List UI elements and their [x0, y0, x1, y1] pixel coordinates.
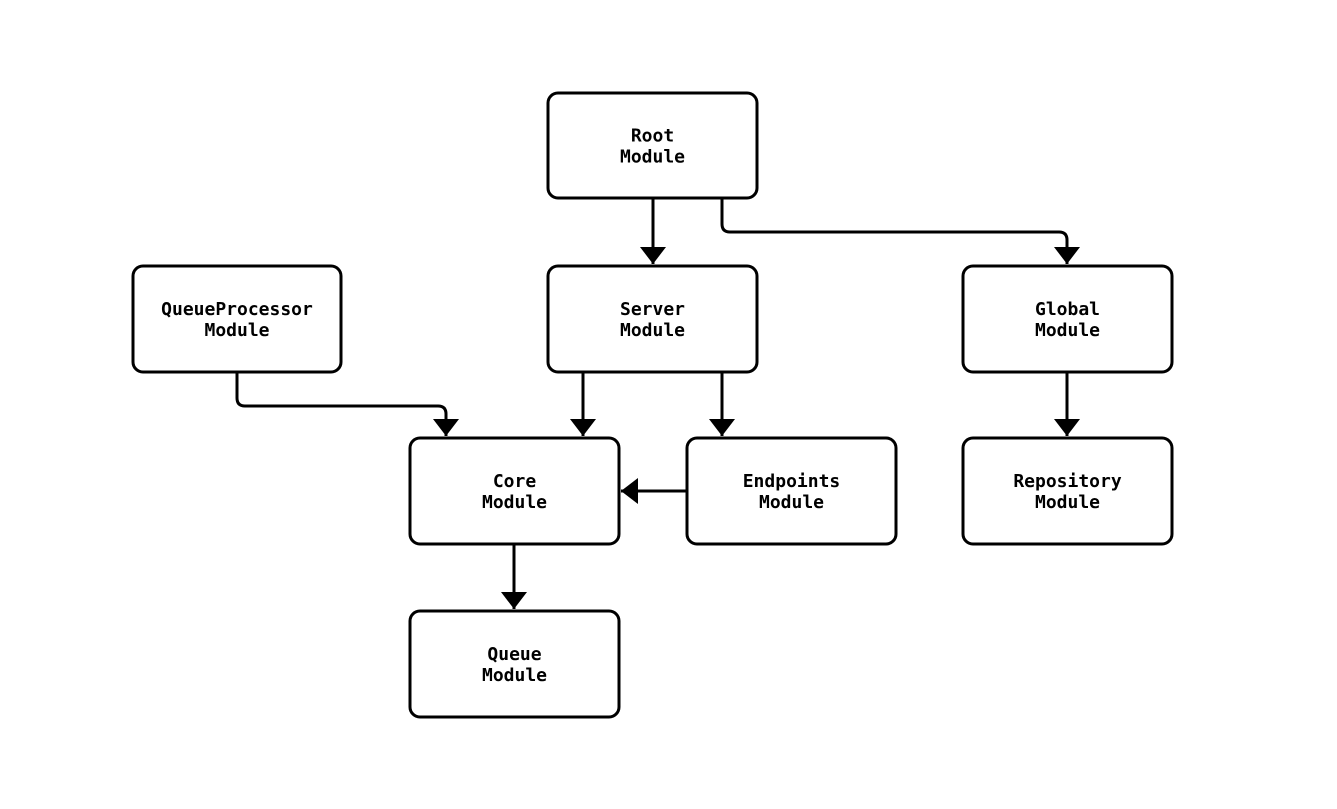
node-queue-label-line-2: Module [482, 665, 547, 686]
node-root-box [546, 91, 759, 200]
node-queue-box [408, 609, 621, 719]
node-root-label-line-2: Module [620, 147, 685, 168]
edges-layer [235, 198, 1080, 609]
node-global-label-line-1: Global [1035, 299, 1100, 320]
node-server-label-line-2: Module [620, 320, 685, 341]
node-endpoints-box [685, 436, 898, 546]
node-core-label-line-2: Module [482, 492, 547, 513]
node-endpoints-label-line-1: Endpoints [743, 471, 841, 492]
node-queueprocessor-label-line-2: Module [204, 320, 269, 341]
edge-queueprocessor-to-core [235, 372, 459, 436]
node-server-label-line-1: Server [620, 299, 685, 320]
node-root-label-line-1: Root [631, 126, 674, 147]
node-repository-label-line-1: Repository [1013, 471, 1122, 492]
node-global-box [961, 264, 1174, 374]
node-queueprocessor-label-line-1: QueueProcessor [161, 299, 313, 320]
node-queueprocessor-box [131, 264, 343, 374]
edge-root-to-global [720, 198, 1080, 264]
node-core-label-line-1: Core [493, 471, 537, 492]
node-server-box [546, 264, 759, 374]
node-repository-box [961, 436, 1174, 546]
node-endpoints-label-line-2: Module [759, 492, 824, 513]
node-core-box [408, 436, 621, 546]
node-queue-label-line-1: Queue [487, 644, 541, 665]
node-repository-label-line-2: Module [1035, 492, 1100, 513]
node-global-label-line-2: Module [1035, 320, 1100, 341]
